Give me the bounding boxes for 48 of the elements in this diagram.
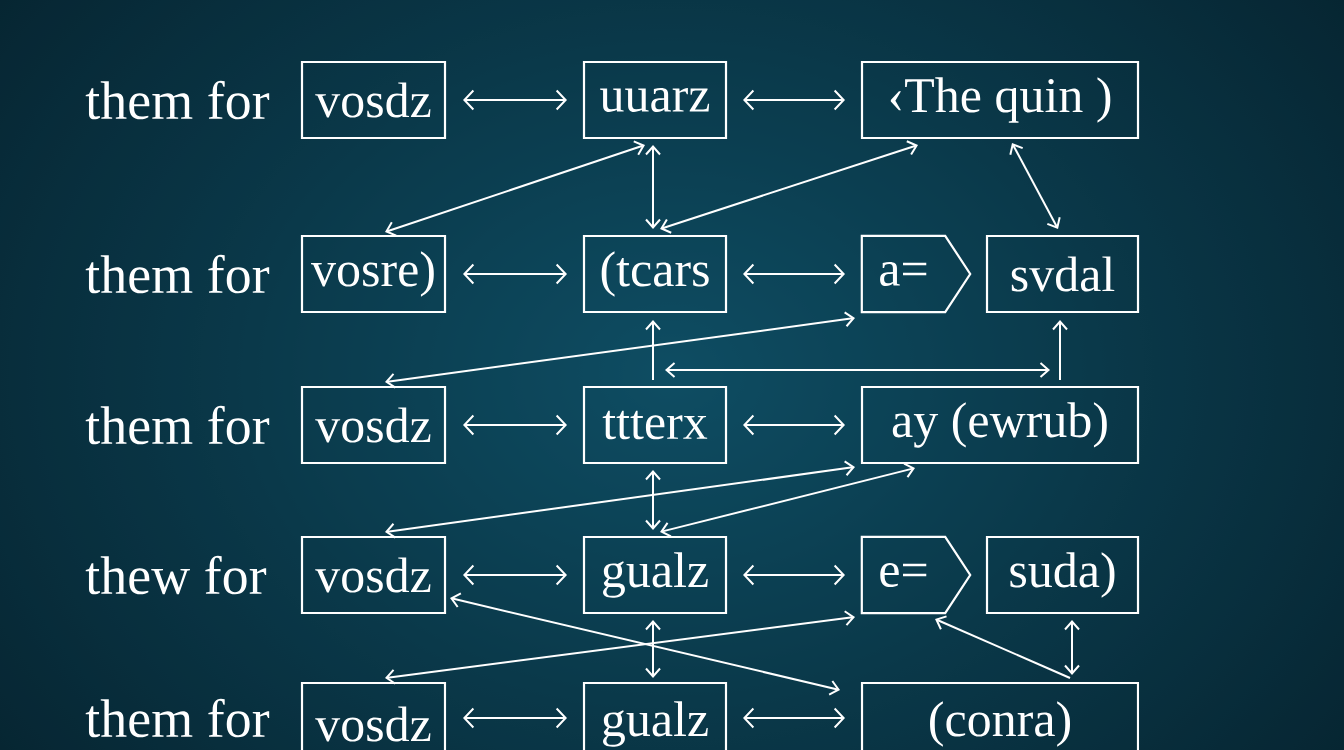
double-arrow bbox=[660, 140, 918, 234]
text-box: vosdz bbox=[300, 60, 447, 140]
text-box: ttterx bbox=[582, 385, 728, 465]
text-box: uuarz bbox=[582, 60, 728, 140]
text-box: gualz bbox=[582, 681, 728, 750]
row-label: thew for bbox=[85, 555, 267, 595]
text-box: svdal bbox=[985, 234, 1140, 314]
text-box: gualz bbox=[582, 535, 728, 615]
arrow bbox=[645, 320, 661, 381]
arrow bbox=[1052, 320, 1068, 381]
text-box: suda) bbox=[985, 535, 1140, 615]
double-arrow bbox=[463, 89, 567, 111]
text-box: ‹The quin ) bbox=[860, 60, 1140, 140]
double-arrow bbox=[463, 564, 567, 586]
double-arrow bbox=[463, 263, 567, 285]
double-arrow bbox=[385, 140, 645, 237]
text-box: (conra) bbox=[860, 681, 1140, 750]
pentagon-box: e= bbox=[860, 535, 972, 615]
arrow bbox=[935, 615, 1071, 679]
row-label: them for bbox=[85, 80, 270, 120]
row-label: them for bbox=[85, 405, 270, 445]
double-arrow bbox=[450, 592, 840, 696]
pentagon-box: a= bbox=[860, 234, 972, 314]
double-arrow bbox=[743, 414, 845, 436]
double-arrow bbox=[645, 470, 661, 530]
double-arrow bbox=[660, 462, 915, 538]
double-arrow bbox=[463, 707, 567, 729]
row-label: them for bbox=[85, 698, 270, 738]
text-box: vosdz bbox=[300, 681, 447, 750]
double-arrow bbox=[743, 564, 845, 586]
double-arrow bbox=[743, 89, 845, 111]
double-arrow bbox=[385, 311, 855, 389]
text-box: ay (ewrub) bbox=[860, 385, 1140, 465]
double-arrow bbox=[385, 610, 855, 685]
double-arrow bbox=[463, 414, 567, 436]
text-box: vosre) bbox=[300, 234, 447, 314]
text-box: (tcars bbox=[582, 234, 728, 314]
double-arrow bbox=[385, 460, 855, 539]
double-arrow bbox=[665, 362, 1050, 378]
double-arrow bbox=[645, 620, 661, 678]
double-arrow bbox=[743, 707, 845, 729]
double-arrow bbox=[1009, 143, 1061, 229]
row-label: them for bbox=[85, 254, 270, 294]
double-arrow bbox=[645, 145, 661, 229]
text-box: vosdz bbox=[300, 385, 447, 465]
text-box: vosdz bbox=[300, 535, 447, 615]
double-arrow bbox=[1064, 620, 1080, 675]
double-arrow bbox=[743, 263, 845, 285]
